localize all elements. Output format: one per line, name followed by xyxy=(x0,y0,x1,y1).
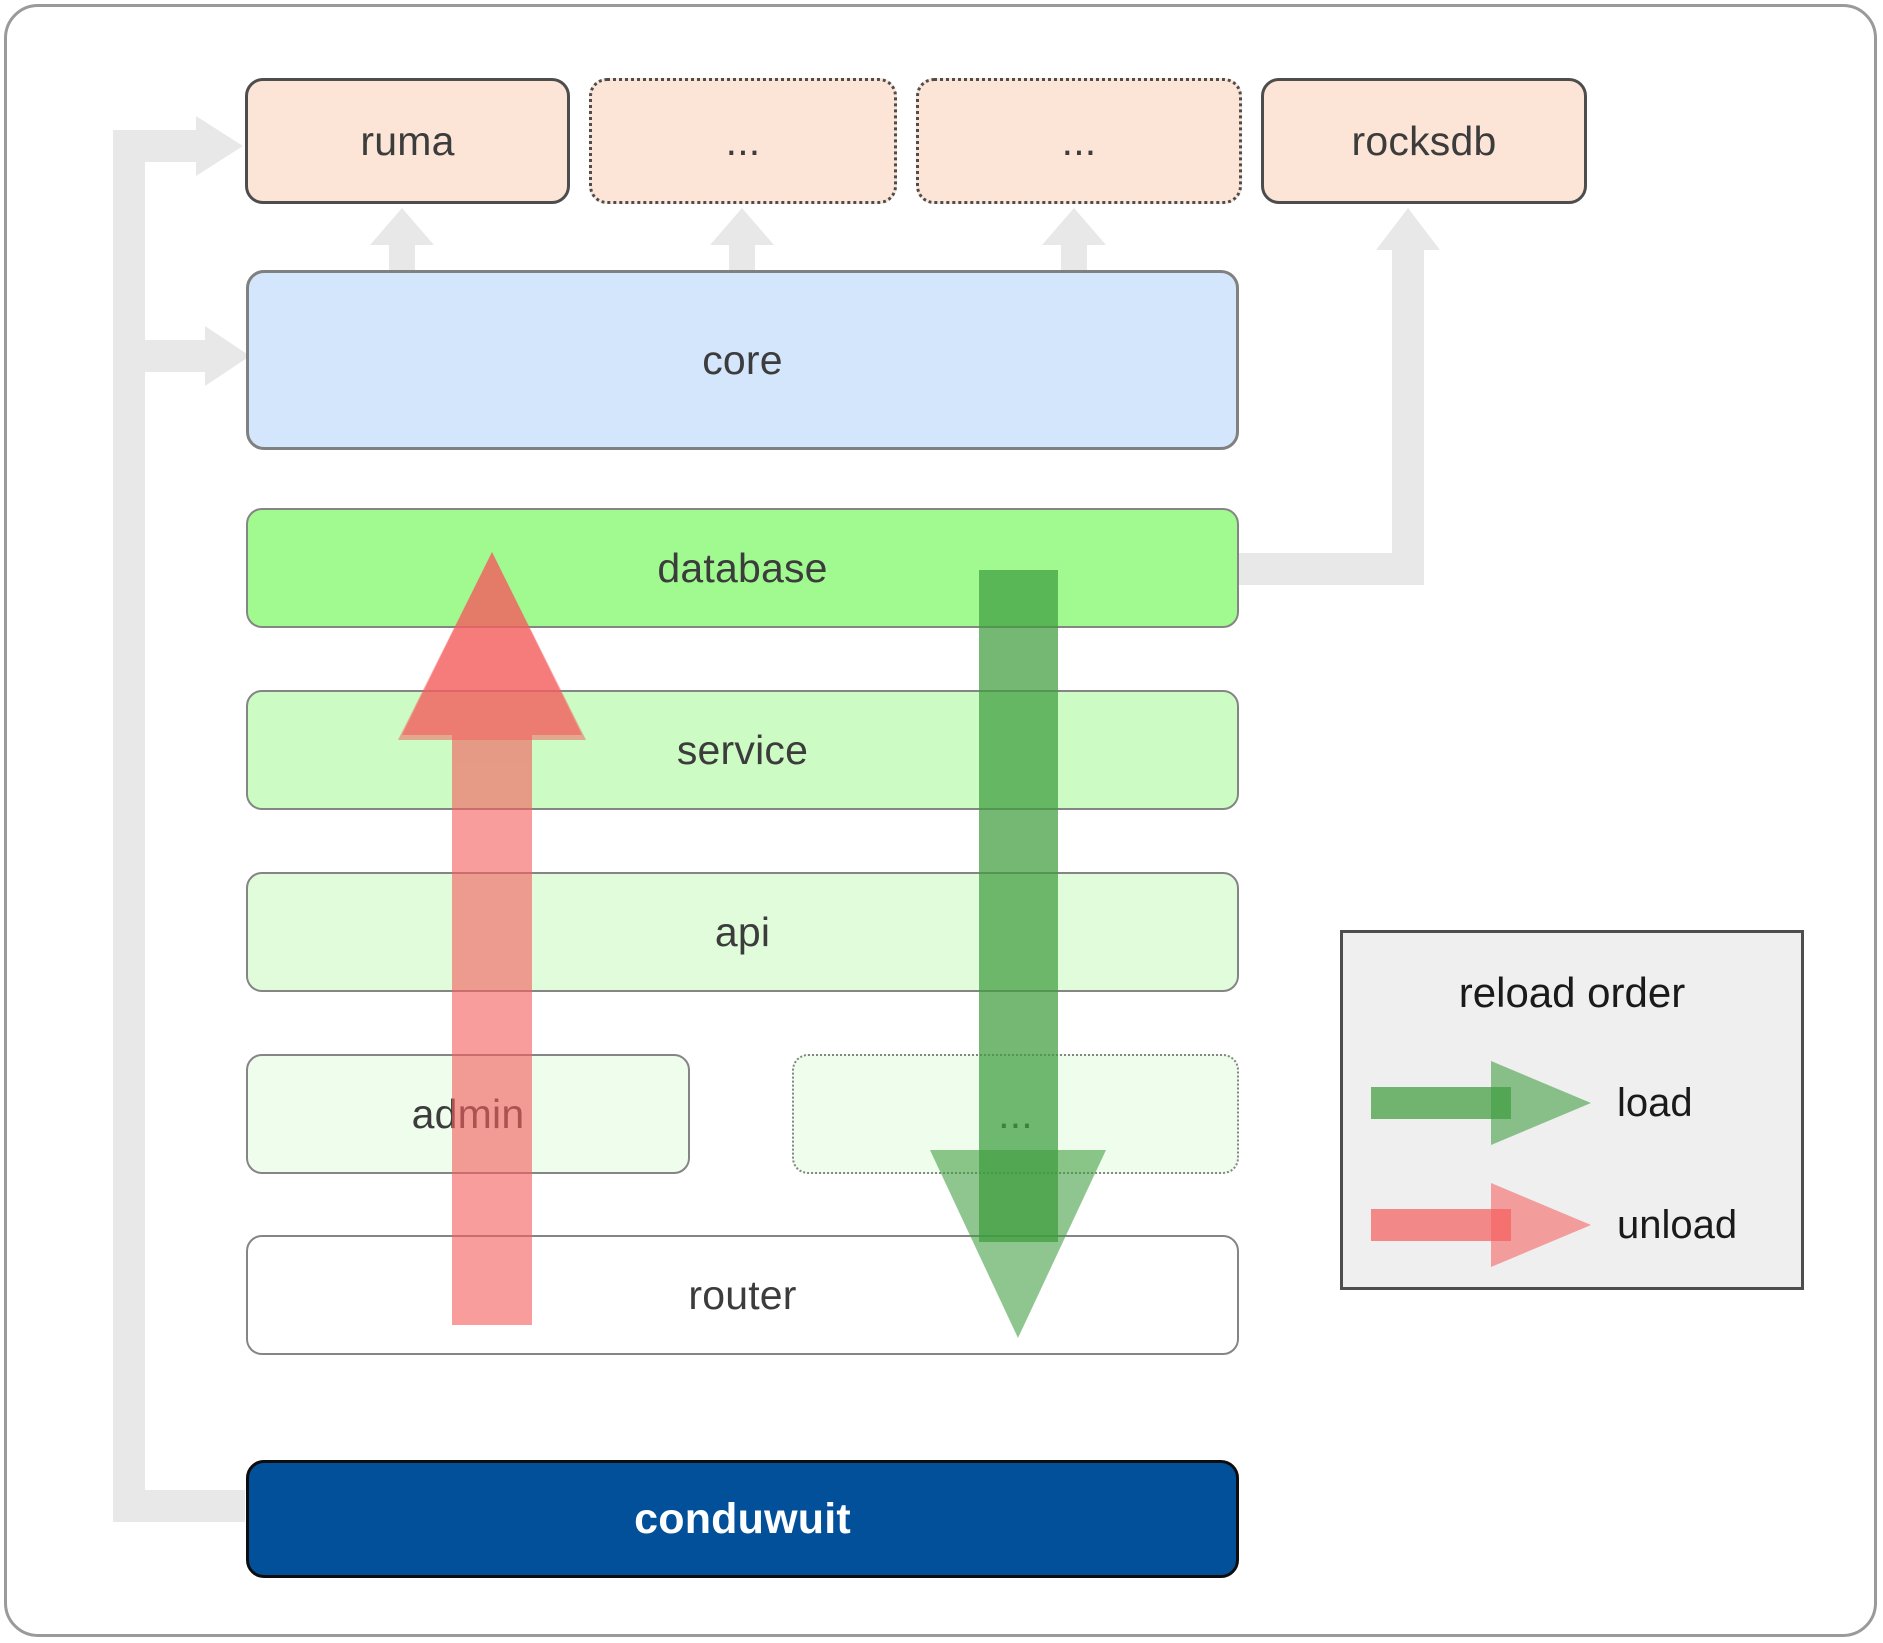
layer-node-api[interactable]: api xyxy=(246,872,1239,992)
diagram-frame xyxy=(4,4,1877,1637)
unload-legend-arrow-icon xyxy=(1371,1183,1591,1267)
layer-node-admin[interactable]: admin xyxy=(246,1054,690,1174)
core-node[interactable]: core xyxy=(246,270,1239,450)
legend-item-load: load xyxy=(1371,1055,1781,1151)
layer-node-database-label: database xyxy=(657,544,828,591)
legend-item-unload-label: unload xyxy=(1617,1202,1738,1247)
layer-node-placeholder[interactable]: ... xyxy=(792,1054,1239,1174)
load-legend-arrow-icon xyxy=(1371,1061,1591,1145)
layer-node-api-label: api xyxy=(714,908,771,955)
layer-node-placeholder-label: ... xyxy=(998,1090,1033,1137)
external-node-placeholder-1-label: ... xyxy=(725,117,761,164)
core-node-label: core xyxy=(702,336,783,383)
layer-node-service[interactable]: service xyxy=(246,690,1239,810)
external-node-rocksdb[interactable]: rocksdb xyxy=(1261,78,1587,204)
application-node-conduwuit-label: conduwuit xyxy=(634,1494,851,1543)
layer-node-router-label: router xyxy=(688,1271,797,1318)
external-node-ruma[interactable]: ruma xyxy=(245,78,570,204)
external-node-placeholder-1[interactable]: ... xyxy=(589,78,897,204)
external-node-placeholder-2[interactable]: ... xyxy=(916,78,1242,204)
layer-node-service-label: service xyxy=(676,726,809,773)
legend-item-unload: unload xyxy=(1371,1177,1781,1273)
layer-node-database[interactable]: database xyxy=(246,508,1239,628)
layer-node-router[interactable]: router xyxy=(246,1235,1239,1355)
external-node-rocksdb-label: rocksdb xyxy=(1351,117,1497,164)
legend-panel: reload order load unload xyxy=(1340,930,1804,1290)
external-node-ruma-label: ruma xyxy=(360,117,455,164)
external-node-placeholder-2-label: ... xyxy=(1061,117,1097,164)
legend-item-load-label: load xyxy=(1617,1080,1693,1125)
application-node-conduwuit[interactable]: conduwuit xyxy=(246,1460,1239,1578)
legend-title: reload order xyxy=(1458,969,1686,1016)
layer-node-admin-label: admin xyxy=(411,1090,525,1137)
